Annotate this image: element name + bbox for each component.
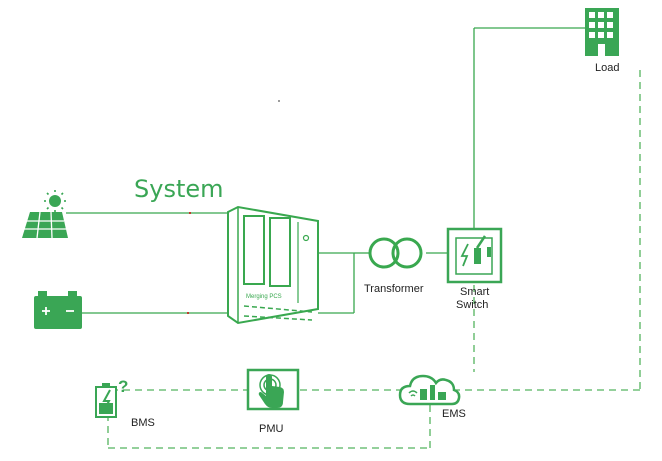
touch-panel-icon [246, 368, 300, 411]
diagram-title: System [134, 175, 224, 203]
smart-switch-icon [446, 227, 503, 284]
smart-switch-label-line1: Smart [460, 286, 490, 298]
cloud-icon [398, 374, 461, 406]
bms-label: BMS [131, 417, 155, 429]
svg-text:?: ? [118, 377, 128, 396]
transformer-icon [368, 237, 423, 269]
inverter-mark: Merging PCS [246, 294, 282, 300]
battery-icon [34, 291, 82, 329]
comm-lines [107, 70, 641, 449]
pmu-label: PMU [259, 423, 284, 435]
transformer-label: Transformer [364, 283, 424, 295]
artifact-dot [278, 100, 280, 102]
load-label: Load [595, 62, 620, 74]
smart-switch-label-line2: Switch [456, 299, 489, 311]
ems-label: EMS [442, 408, 466, 420]
solar-panel-icon [22, 190, 68, 239]
bms-icon: ? [95, 377, 128, 418]
power-lines [66, 27, 586, 314]
building-icon [585, 8, 619, 56]
inverter-cabinet-icon [227, 205, 319, 325]
